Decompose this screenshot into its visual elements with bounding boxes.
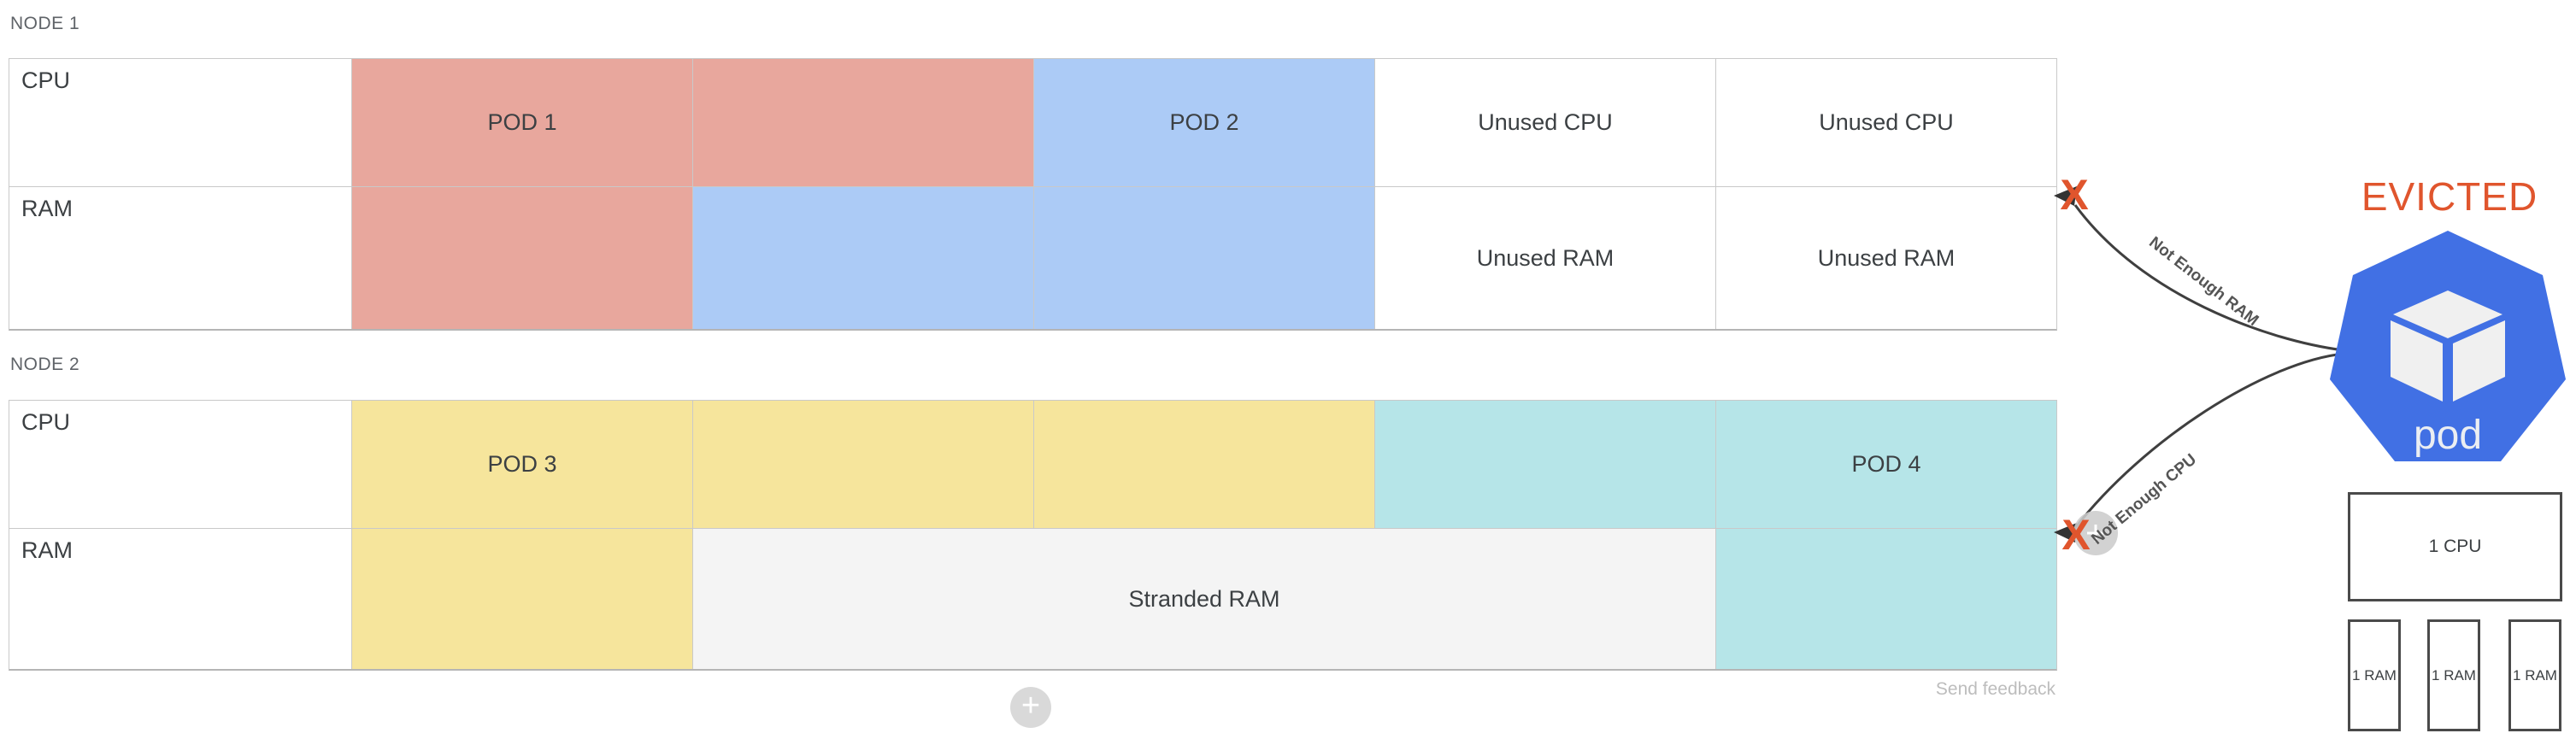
node1-pod2-cpu-cell: POD 2 — [1033, 59, 1374, 186]
node2-table: CPU POD 3 POD 4 RAM Stranded RAM — [9, 400, 2057, 671]
node1-pod1-ram-cell — [351, 186, 692, 329]
node2-title: NODE 2 — [10, 355, 80, 374]
pod-label: pod — [2413, 413, 2483, 458]
node2-pod4-cpu-cell-1 — [1374, 401, 1715, 528]
node1-pod1-cpu-cell: POD 1 — [351, 59, 692, 186]
node2-pod3-ram-cell — [351, 528, 692, 669]
cube-left-face — [2391, 320, 2443, 402]
node2-ram-row-header: RAM — [9, 528, 351, 669]
add-button[interactable]: + — [1010, 687, 1051, 728]
cube-top-face — [2393, 290, 2502, 338]
node1-title: NODE 1 — [10, 14, 80, 33]
node1-pod2-ram-cell-1 — [692, 186, 1033, 329]
one-ram-box-3: 1 RAM — [2508, 619, 2561, 731]
send-feedback-link[interactable]: Send feedback — [1935, 679, 2056, 699]
node2-pod3-cpu-cell-3 — [1033, 401, 1374, 528]
node1-unused-cpu-cell-2: Unused CPU — [1715, 59, 2056, 186]
not-enough-ram-label: Not Enough RAM — [2145, 233, 2262, 330]
evicted-label: EVICTED — [2361, 174, 2538, 219]
node1-cpu-row-header: CPU — [21, 67, 71, 93]
node1-unused-ram-cell-1: Unused RAM — [1374, 186, 1715, 329]
node2-pod3-cpu-cell: POD 3 — [351, 401, 692, 528]
node1-pod2-ram-cell-2 — [1033, 186, 1374, 329]
not-enough-cpu-curve — [2073, 352, 2344, 529]
x-marker-node1: X — [2060, 171, 2089, 219]
node2-stranded-ram-cell: Stranded RAM — [692, 528, 1715, 669]
one-ram-box-2: 1 RAM — [2427, 619, 2480, 731]
not-enough-cpu-label: Not Enough CPU — [2088, 450, 2201, 548]
node1-ram-row-header: RAM — [9, 186, 351, 329]
one-ram-box-1: 1 RAM — [2348, 619, 2401, 731]
one-cpu-box: 1 CPU — [2348, 492, 2562, 601]
node1-table: CPU POD 1 POD 2 Unused CPU Unused CPU RA… — [9, 58, 2057, 331]
node1-unused-ram-cell-2: Unused RAM — [1715, 186, 2056, 329]
node1-pod1-cpu-cell-2 — [692, 59, 1033, 186]
x-marker-node2: X — [2061, 511, 2091, 559]
node2-pod3-cpu-cell-2 — [692, 401, 1033, 528]
node2-pod4-cpu-cell-2: POD 4 — [1715, 401, 2056, 528]
cube-right-face — [2453, 320, 2505, 402]
node1-unused-cpu-cell-1: Unused CPU — [1374, 59, 1715, 186]
node2-pod4-ram-cell — [1715, 528, 2056, 669]
node2-cpu-row-header: CPU — [21, 409, 71, 435]
